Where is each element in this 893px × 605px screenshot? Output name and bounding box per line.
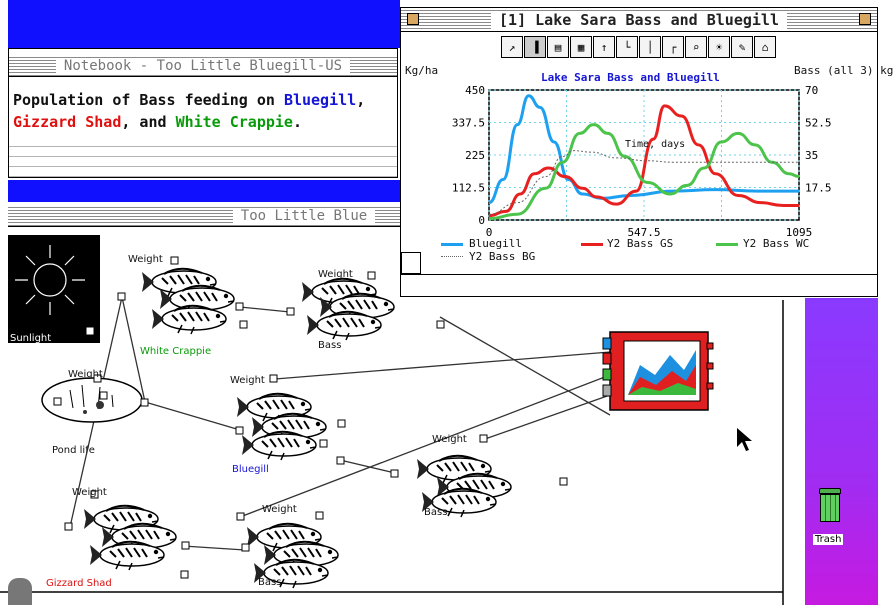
desktop-background: Trash xyxy=(805,298,878,605)
disk-icon[interactable] xyxy=(8,578,32,605)
legend-label: Y2 Bass GS xyxy=(607,237,674,250)
trash-label: Trash xyxy=(813,534,844,545)
y2-tick-label: 35 xyxy=(805,149,818,162)
notebook-period: . xyxy=(292,113,302,131)
chart-tool-icon[interactable]: ↗ xyxy=(501,36,523,58)
model-window-titlebar[interactable]: Too Little Blue xyxy=(8,205,400,227)
legend-swatch-bass-wc xyxy=(716,243,738,246)
graph-toolbar: ↗ ▐ ▤ ▦ ↑ └ │ ┌ ⌕ ☀ ✎ ⌂ xyxy=(501,36,777,58)
graph-object-icon xyxy=(602,331,714,411)
gizzard-shad-label: Gizzard Shad xyxy=(46,578,112,589)
scale-tool-icon[interactable]: ┌ xyxy=(662,36,684,58)
bluegill-fish-icon xyxy=(236,392,327,461)
bass-label: Bass xyxy=(424,507,448,518)
series-line xyxy=(488,123,800,221)
graph-titlebar[interactable]: [1] Lake Sara Bass and Bluegill xyxy=(401,8,877,32)
white-crappie-fish-icon xyxy=(141,267,235,335)
right-axis-unit: Bass (all 3) kg xyxy=(794,64,893,77)
x-tick-label: 547.5 xyxy=(627,226,660,239)
series-line xyxy=(488,104,800,218)
page-corner-icon[interactable] xyxy=(401,252,421,274)
y2-tick-label: 52.5 xyxy=(805,117,832,130)
graph-window: [1] Lake Sara Bass and Bluegill ↗ ▐ ▤ ▦ … xyxy=(400,7,893,297)
pin-tool-icon[interactable]: ↑ xyxy=(593,36,615,58)
legend-label: Y2 Bass WC xyxy=(743,237,810,250)
window-frame-strip xyxy=(8,180,400,202)
pen-tool-icon[interactable]: ✎ xyxy=(731,36,753,58)
run-tool-icon[interactable]: ☀ xyxy=(708,36,730,58)
grid-tool-icon[interactable]: ▦ xyxy=(570,36,592,58)
y2-tick-label: 17.5 xyxy=(805,182,832,195)
chart-area: 450 337.5 225 112.5 0 70 52.5 35 17.5 0 547.5 1095 xyxy=(452,84,832,239)
weight-label: Weight xyxy=(262,504,297,515)
notebook-window: Notebook - Too Little Bluegill-US Popula… xyxy=(8,48,398,178)
bass-fish-icon xyxy=(301,277,395,341)
mouse-pointer-icon xyxy=(737,428,752,451)
y2-tick-label: 70 xyxy=(805,84,818,97)
chart-title: Lake Sara Bass and Bluegill xyxy=(541,71,720,84)
notebook-white-crappie: White Crappie xyxy=(175,113,293,131)
bass-label: Bass xyxy=(318,340,342,351)
model-diagram xyxy=(0,235,784,605)
close-box-icon[interactable] xyxy=(407,13,419,25)
model-window-title: Too Little Blue xyxy=(232,207,376,224)
notebook-gizzard-shad: Gizzard Shad xyxy=(13,113,122,131)
sunlight-icon xyxy=(8,235,100,343)
pond-life-label: Pond life xyxy=(52,445,95,456)
weight-label: Weight xyxy=(72,487,107,498)
legend-swatch-bluegill xyxy=(441,243,463,246)
axes-tool-icon[interactable]: └ xyxy=(616,36,638,58)
notebook-text-prefix: Population of Bass feeding on xyxy=(13,91,284,109)
notebook-bluegill: Bluegill xyxy=(283,91,357,109)
x-tick-label: 1095 xyxy=(786,226,813,239)
weight-label: Weight xyxy=(432,434,467,445)
window-frame-strip xyxy=(8,0,400,48)
weight-label: Weight xyxy=(128,254,163,265)
zoom-tool-icon[interactable]: ⌕ xyxy=(685,36,707,58)
bass-label: Bass xyxy=(258,577,282,588)
trash-icon[interactable] xyxy=(819,488,841,524)
y-tick-label: 112.5 xyxy=(452,182,485,195)
notebook-and: , and xyxy=(121,113,176,131)
home-tool-icon[interactable]: ⌂ xyxy=(754,36,776,58)
legend-label: Bluegill xyxy=(469,237,522,250)
notebook-comma: , xyxy=(356,91,366,109)
bluegill-label: Bluegill xyxy=(232,464,269,475)
y-tick-label: 337.5 xyxy=(452,117,485,130)
bars-tool-icon[interactable]: ▐ xyxy=(524,36,546,58)
left-axis-unit: Kg/ha xyxy=(405,64,439,77)
zoom-box-icon[interactable] xyxy=(859,13,871,25)
notebook-title: Notebook - Too Little Bluegill-US xyxy=(55,57,351,74)
weight-label: Weight xyxy=(230,375,265,386)
sunlight-label: Sunlight xyxy=(10,333,52,344)
table-tool-icon[interactable]: ▤ xyxy=(547,36,569,58)
y-tick-label: 450 xyxy=(465,84,485,97)
graph-status-bar xyxy=(401,274,877,296)
graph-window-title: [1] Lake Sara Bass and Bluegill xyxy=(491,10,787,29)
legend-swatch-bass-gs xyxy=(581,243,603,246)
y-tick-label: 0 xyxy=(478,214,485,227)
step-tool-icon[interactable]: │ xyxy=(639,36,661,58)
notebook-text: Population of Bass feeding on Bluegill , … xyxy=(13,89,365,133)
white-crappie-label: White Crappie xyxy=(140,346,212,357)
model-ports xyxy=(53,256,568,579)
legend-swatch-bass-bg xyxy=(441,256,463,257)
legend-label: Y2 Bass BG xyxy=(469,250,536,263)
y-tick-label: 225 xyxy=(465,149,485,162)
weight-label: Weight xyxy=(68,369,103,380)
notebook-ruled-lines xyxy=(9,137,397,177)
x-tick-label: 0 xyxy=(486,226,493,239)
x-axis-label: Time, days xyxy=(625,139,686,150)
series-line xyxy=(488,150,799,215)
pond-icon xyxy=(41,377,143,423)
weight-label: Weight xyxy=(318,269,353,280)
notebook-titlebar[interactable]: Notebook - Too Little Bluegill-US xyxy=(9,55,397,77)
chart-legend: Bluegill Y2 Bass GS Y2 Bass WC Y2 Bass B… xyxy=(441,237,871,267)
gizzard-shad-fish-icon xyxy=(83,504,177,571)
